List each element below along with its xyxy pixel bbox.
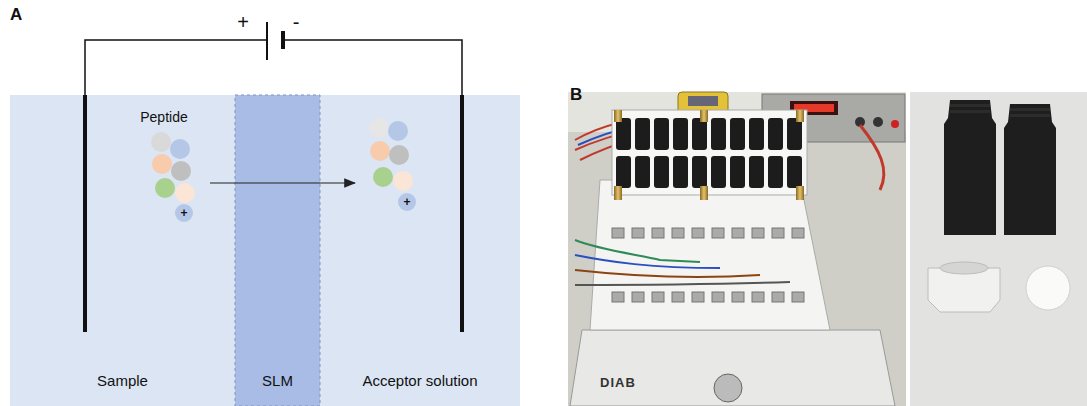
region-label: Acceptor solution bbox=[362, 372, 477, 389]
panel-letter: B bbox=[570, 86, 582, 103]
polarity-sign: + bbox=[237, 12, 249, 32]
panel-letter: A bbox=[10, 6, 22, 23]
acceptor-region: Acceptor solution bbox=[320, 95, 520, 406]
brand-logo: DIAB bbox=[600, 376, 636, 389]
region-label: SLM bbox=[262, 372, 293, 389]
charge-sign: + bbox=[403, 196, 410, 208]
membrane-band: SLM bbox=[235, 95, 320, 406]
molecule-label: Peptide bbox=[140, 110, 187, 124]
charge-sign: + bbox=[180, 207, 187, 219]
polarity-sign: - bbox=[293, 12, 300, 32]
sample-region: Sample bbox=[10, 95, 235, 406]
region-label: Sample bbox=[97, 372, 148, 389]
